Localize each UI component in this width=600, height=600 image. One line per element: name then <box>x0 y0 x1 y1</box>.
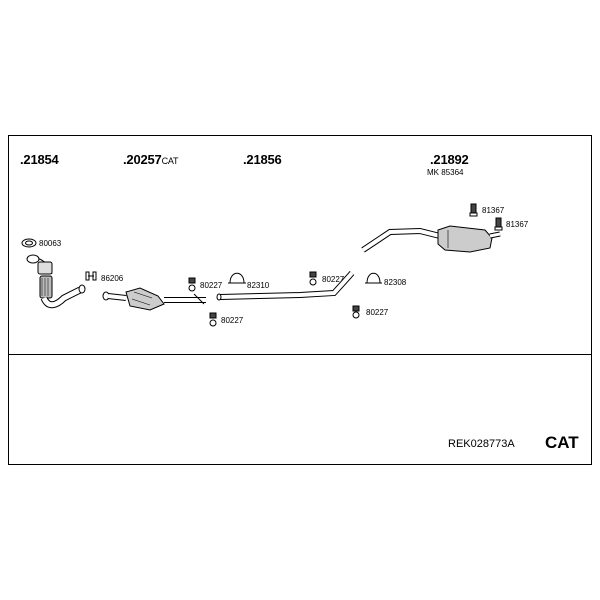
reference-number: REK028773A <box>448 438 515 450</box>
rubber-hanger-drawing <box>469 203 503 231</box>
clamp-82310-drawing <box>228 272 246 284</box>
catalytic-converter-drawing <box>102 287 206 311</box>
clamp-82308-drawing <box>365 272 382 284</box>
part-label-gasket: 80063 <box>39 239 62 248</box>
part-label-rubber-hanger: 80227 <box>366 308 389 317</box>
assembly-number-catalytic-converter: .20257CAT <box>123 152 179 167</box>
part-label-clamp: 82310 <box>247 281 270 290</box>
rubber-hanger-drawing <box>188 277 217 327</box>
part-label-clamp: 82308 <box>384 278 407 287</box>
rubber-hanger-drawing <box>309 271 360 319</box>
mounting-86206-drawing <box>85 271 97 281</box>
diagram-frame <box>8 135 592 465</box>
part-label-mounting: 86206 <box>101 274 124 283</box>
assembly-kit-number: MK 85364 <box>427 168 464 177</box>
middle-pipe-drawing <box>216 271 355 301</box>
part-label-rubber-hanger: 80227 <box>200 281 223 290</box>
part-label-rubber-hanger: 81367 <box>506 220 529 229</box>
part-label-rubber-hanger: 81367 <box>482 206 505 215</box>
assembly-number-rear-silencer: .21892 <box>430 152 469 167</box>
gasket-80063-drawing <box>21 238 37 248</box>
frame-divider <box>8 354 592 355</box>
assembly-number-middle-pipe: .21856 <box>243 152 282 167</box>
rear-silencer-drawing <box>361 225 501 253</box>
catalyst-type-label: CAT <box>545 433 579 452</box>
assembly-number-front-pipe: .21854 <box>20 152 59 167</box>
front-pipe-drawing <box>26 254 86 309</box>
part-label-rubber-hanger: 80227 <box>322 275 345 284</box>
part-label-rubber-hanger: 80227 <box>221 316 244 325</box>
